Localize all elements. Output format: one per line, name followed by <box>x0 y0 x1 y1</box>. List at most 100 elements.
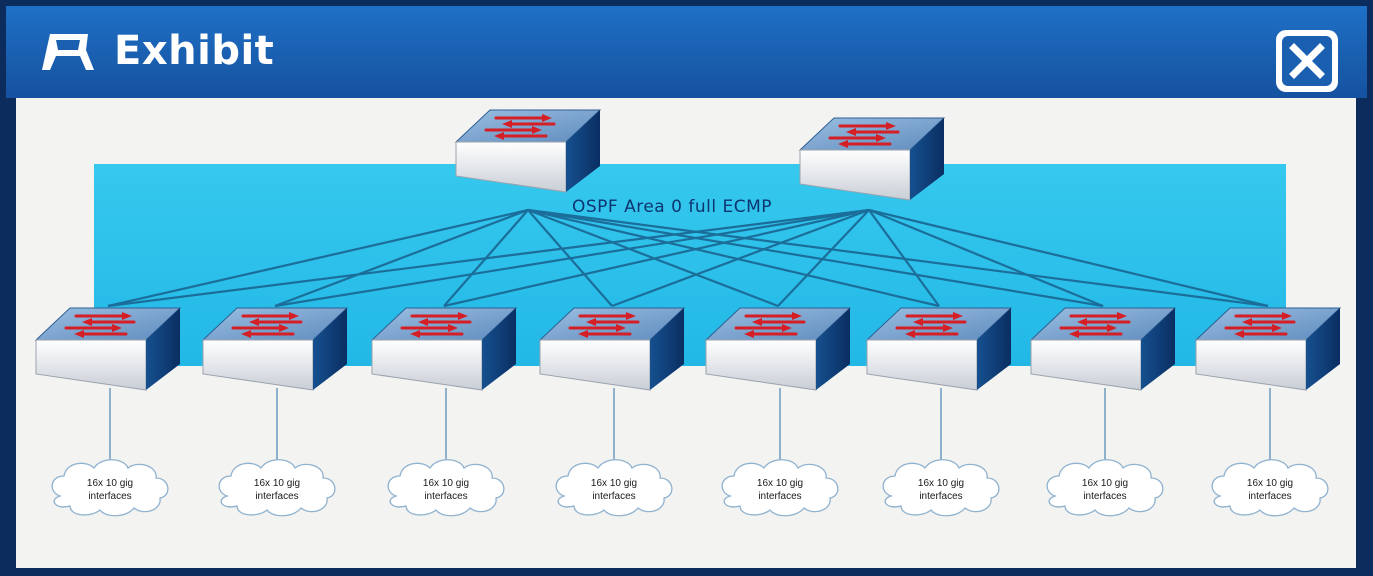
cloud-label-line1: 16x 10 gig <box>1082 478 1128 489</box>
cloud-shape <box>882 459 1000 517</box>
switch-front-face <box>202 339 314 391</box>
arrow-head <box>846 128 856 136</box>
arrow-head <box>943 324 953 332</box>
uplink-line <box>107 208 870 308</box>
arrow-head <box>905 330 915 338</box>
arrow-head <box>744 330 754 338</box>
spine-1-switch <box>454 109 602 193</box>
arrow-head <box>792 312 802 320</box>
uplink-line <box>777 209 870 307</box>
arrow-head <box>626 312 636 320</box>
title-bar: Exhibit <box>6 6 1367 98</box>
arrow-head <box>502 120 512 128</box>
arrow-head <box>1242 318 1252 326</box>
switch-side-face <box>910 118 944 200</box>
close-button[interactable] <box>1276 30 1338 92</box>
arrow-head <box>1282 312 1292 320</box>
arrow-head <box>1117 312 1127 320</box>
uplink-line <box>107 208 529 308</box>
cloud-label-line1: 16x 10 gig <box>591 478 637 489</box>
cloud-shape <box>387 459 505 517</box>
cloud-label-line2: interfaces <box>424 491 467 502</box>
arrow-head <box>1107 324 1117 332</box>
arrow-head <box>876 134 886 142</box>
cloud-shape <box>721 459 839 517</box>
cloud-shape <box>51 459 169 517</box>
arrow-head <box>82 318 92 326</box>
switch-front-face <box>539 339 651 391</box>
arrow-head <box>418 318 428 326</box>
access-cloud: 16x 10 gig interfaces <box>555 459 673 517</box>
switch-front-face <box>371 339 483 391</box>
switch-front-face <box>705 339 817 391</box>
access-cloud: 16x 10 gig interfaces <box>387 459 505 517</box>
cloud-label-line1: 16x 10 gig <box>423 478 469 489</box>
arrow-head <box>249 318 259 326</box>
switch-group <box>34 109 1342 391</box>
spine-2-switch <box>798 117 946 201</box>
arrow-head <box>112 324 122 332</box>
arrow-head <box>458 312 468 320</box>
switch-side-face <box>146 308 180 390</box>
access-cloud: 16x 10 gig interfaces <box>1046 459 1164 517</box>
uplink-line <box>611 208 870 308</box>
arrow-head <box>953 312 963 320</box>
switch-side-face <box>977 308 1011 390</box>
link-group <box>107 208 1269 308</box>
arrow-head <box>289 312 299 320</box>
cloud-label-line2: interfaces <box>1083 491 1126 502</box>
arrow-head <box>1272 324 1282 332</box>
leaf-6-switch <box>865 307 1013 391</box>
arrow-head <box>279 324 289 332</box>
switch-side-face <box>482 308 516 390</box>
leaf-4-switch <box>538 307 686 391</box>
network-diagram: OSPF Area 0 full ECMP 16x 10 giginterfac… <box>34 109 1342 517</box>
arrow-head <box>122 312 132 320</box>
arrow-head <box>1077 318 1087 326</box>
cloud-shape <box>218 459 336 517</box>
uplink-line <box>868 208 1269 308</box>
uplink-line <box>443 208 870 308</box>
arrow-head <box>74 330 84 338</box>
leaf-1-switch <box>34 307 182 391</box>
cloud-label-line2: interfaces <box>592 491 635 502</box>
cloud-label-line2: interfaces <box>758 491 801 502</box>
window-title: Exhibit <box>114 28 275 74</box>
cloud-label-line2: interfaces <box>1248 491 1291 502</box>
arrow-head <box>542 114 552 122</box>
switch-front-face <box>35 339 147 391</box>
leaf-5-switch <box>704 307 852 391</box>
leaf-7-switch <box>1029 307 1177 391</box>
arrow-head <box>1234 330 1244 338</box>
arrow-head <box>616 324 626 332</box>
switch-side-face <box>1141 308 1175 390</box>
cloud-label-line1: 16x 10 gig <box>254 478 300 489</box>
arrow-head <box>1069 330 1079 338</box>
cloud-label-line1: 16x 10 gig <box>757 478 803 489</box>
cloud-label-line2: interfaces <box>88 491 131 502</box>
uplink-line <box>527 208 1269 308</box>
switch-front-face <box>1195 339 1307 391</box>
arrow-head <box>586 318 596 326</box>
switch-side-face <box>816 308 850 390</box>
arrow-head <box>752 318 762 326</box>
access-cloud: 16x 10 gig interfaces <box>721 459 839 517</box>
switch-front-face <box>1030 339 1142 391</box>
arrow-head <box>448 324 458 332</box>
arrow-head <box>782 324 792 332</box>
cloud-shape <box>555 459 673 517</box>
arrow-head <box>532 126 542 134</box>
switch-side-face <box>1306 308 1340 390</box>
switch-side-face <box>313 308 347 390</box>
cloud-label-line1: 16x 10 gig <box>918 478 964 489</box>
uplink-line <box>527 208 1104 308</box>
drop-line-group <box>109 388 1271 464</box>
uplink-line <box>868 208 1104 308</box>
leaf-2-switch <box>201 307 349 391</box>
arrow-head <box>494 132 504 140</box>
cloud-shape <box>1046 459 1164 517</box>
